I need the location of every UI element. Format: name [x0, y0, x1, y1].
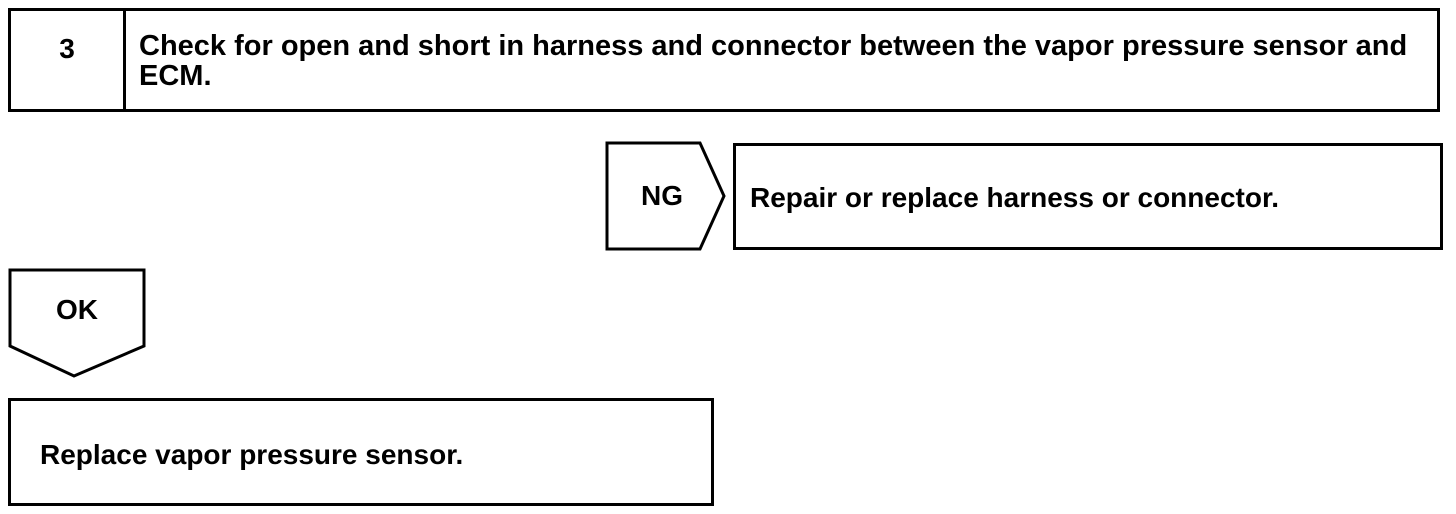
step-description: Check for open and short in harness and … — [139, 30, 1408, 92]
ok-label: OK — [56, 294, 98, 325]
ng-action-text: Repair or replace harness or connector. — [750, 182, 1280, 213]
step-box: 3 Check for open and short in harness an… — [8, 8, 1440, 112]
ok-action-text: Replace vapor pressure sensor. — [40, 439, 464, 470]
step-divider — [123, 11, 126, 109]
ok-arrow-outline — [8, 268, 146, 378]
ng-label: NG — [641, 180, 683, 211]
ng-action-box: Repair or replace harness or connector. — [733, 143, 1443, 250]
ng-arrow-outline — [605, 141, 726, 251]
step-number: 3 — [59, 33, 75, 64]
ok-action-box: Replace vapor pressure sensor. — [8, 398, 714, 506]
